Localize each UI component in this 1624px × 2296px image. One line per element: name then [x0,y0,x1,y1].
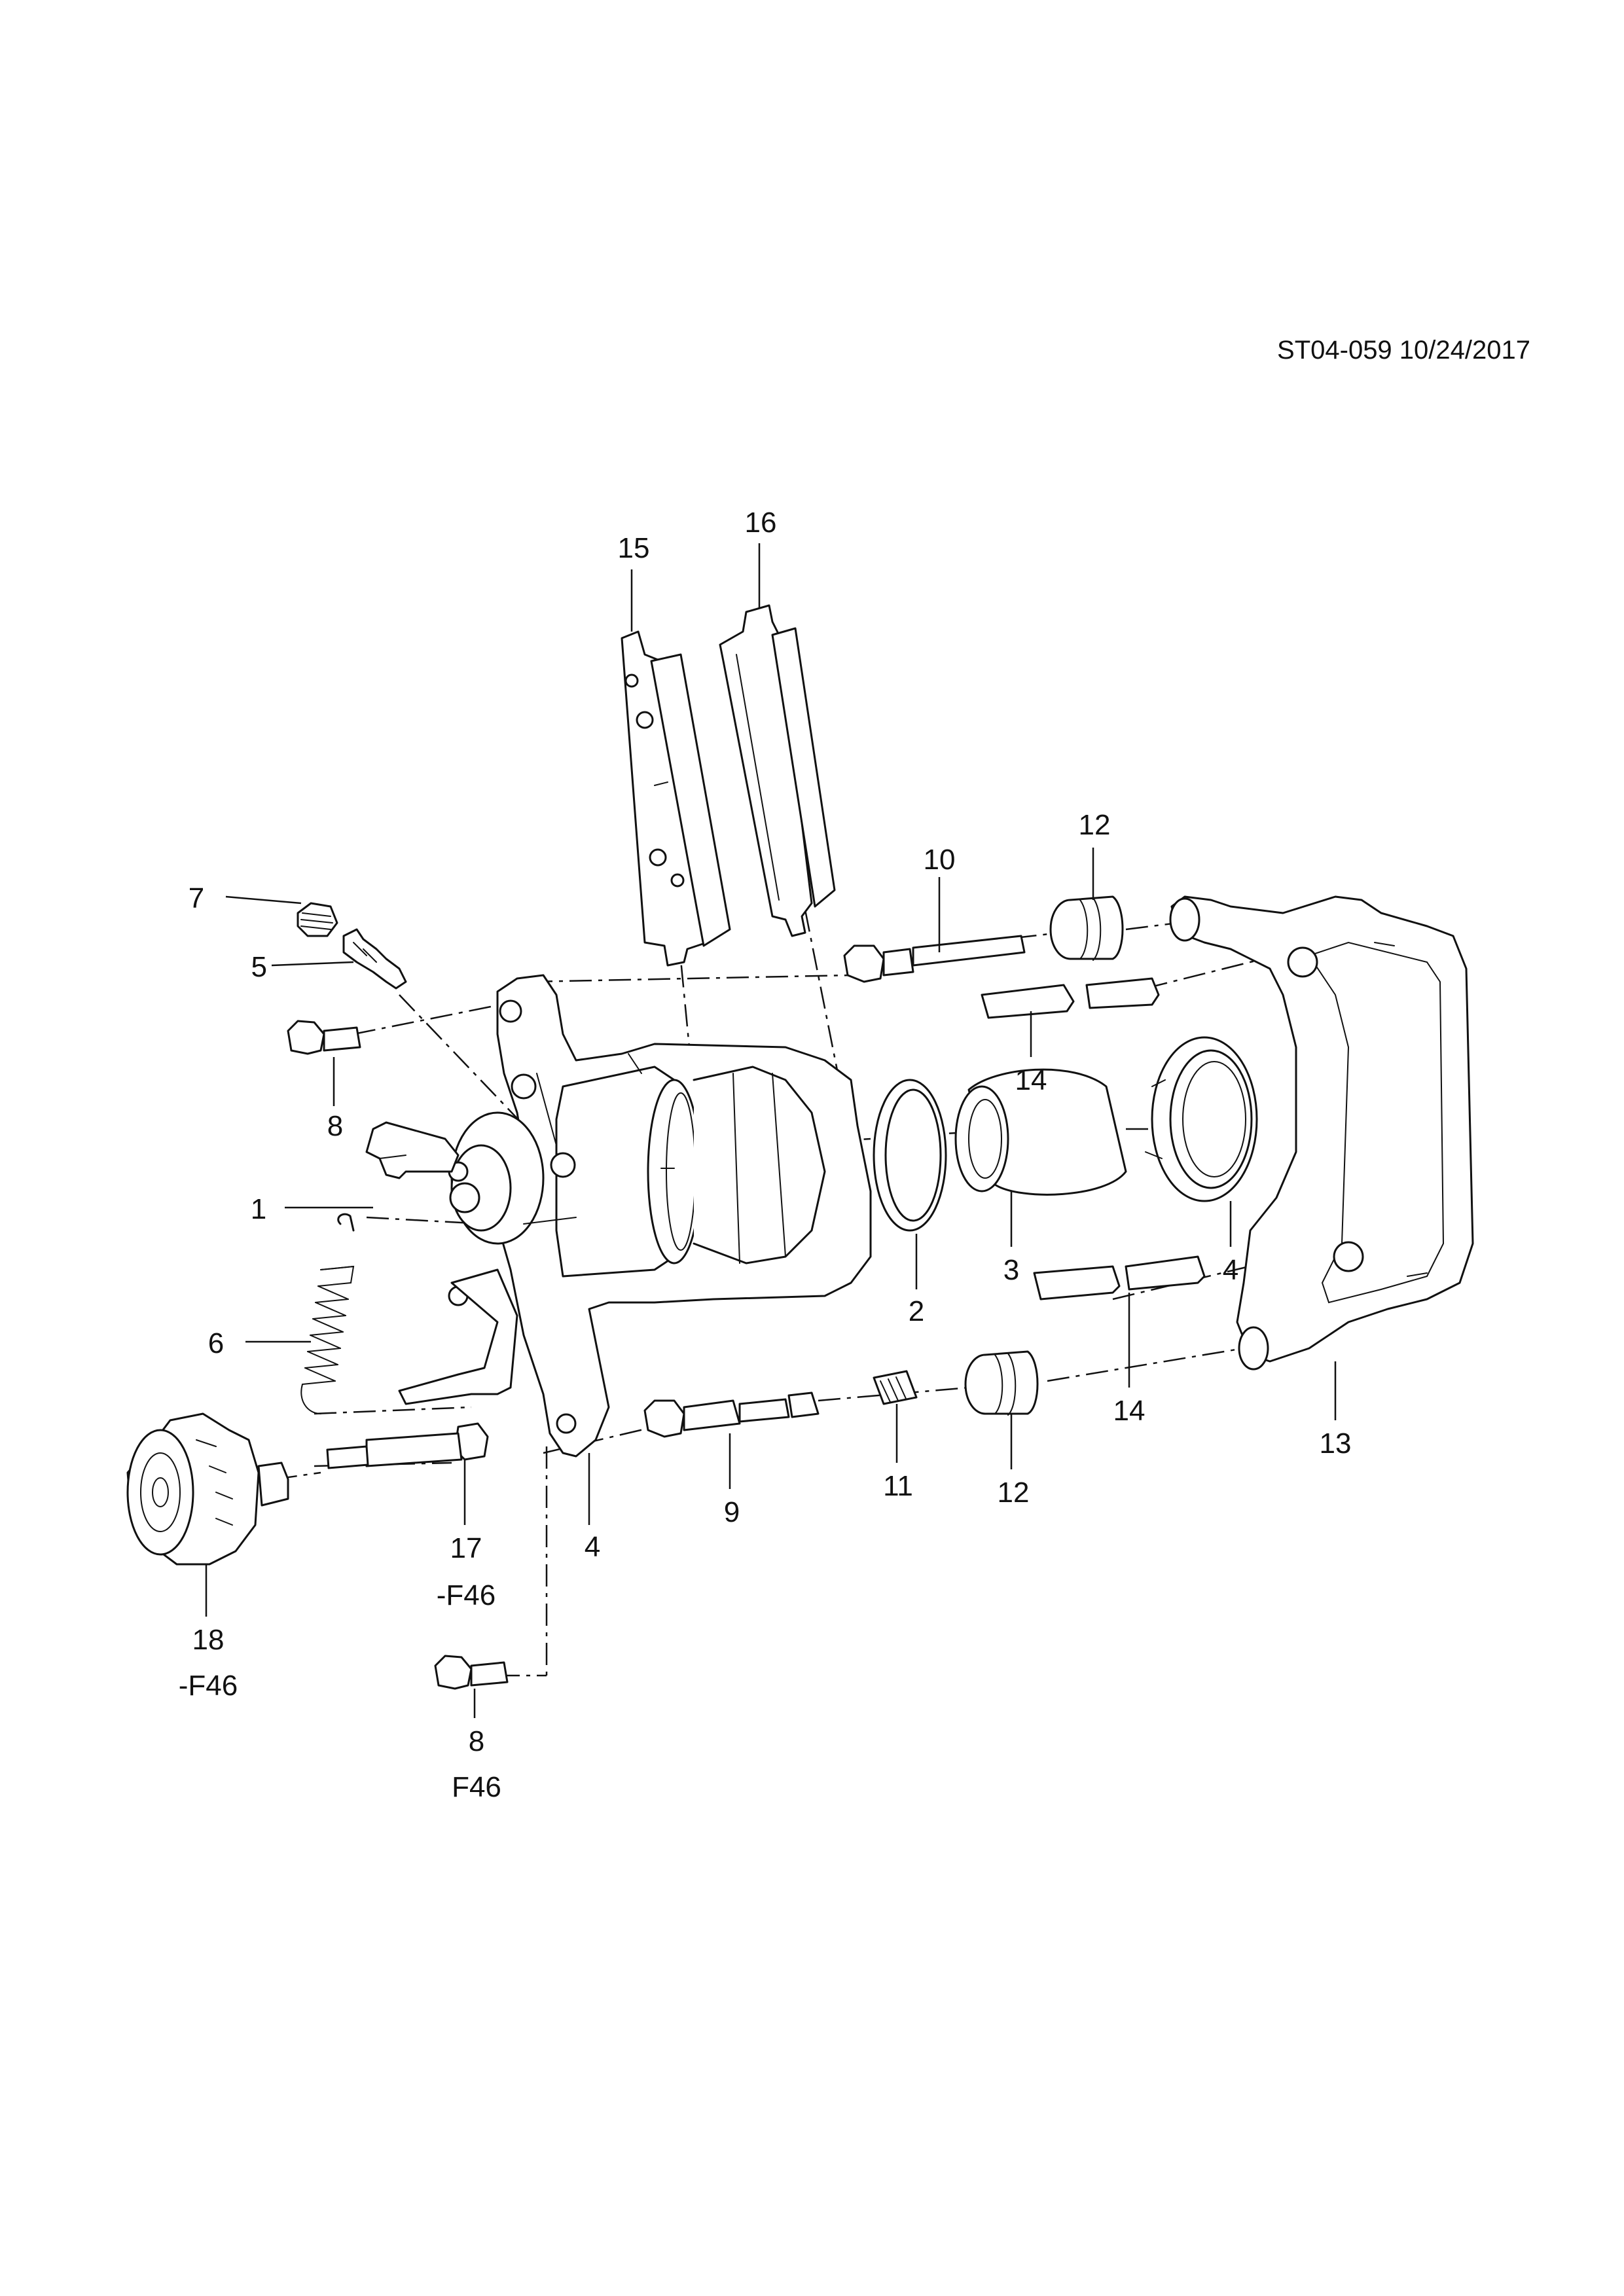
guide-bolt-lower [434,1655,509,1690]
callout-3: 3 [1003,1254,1019,1286]
guide-pin-bushing [873,1370,918,1405]
bleeder-cap [297,902,338,937]
dust-boot [1145,1036,1258,1202]
callout-2: 2 [909,1295,924,1327]
callout-12-lower: 12 [998,1477,1030,1509]
callout-9: 9 [724,1496,740,1528]
callout-18-note: -F46 [179,1670,238,1702]
callout-labels: 15 16 10 12 7 5 8 14 1 2 3 4 6 14 13 9 1… [179,507,1352,1803]
callout-14-lower: 14 [1113,1395,1146,1427]
brake-pad-inner [621,630,731,967]
guide-pin-upper [843,935,1026,983]
caliper-bracket [1169,895,1474,1371]
callout-8-upper: 8 [327,1110,343,1142]
bleeder-valve [342,928,407,990]
callout-6: 7 [189,882,204,914]
callout-5: 5 [251,951,267,983]
parking-brake-actuator [126,1412,289,1566]
pad-spring-clip-upper [981,977,1160,1019]
return-spring [300,1213,355,1414]
drawing-reference: ST04-059 10/24/2017 [1277,336,1530,365]
guide-pin-boot-lower [964,1350,1039,1416]
callout-4-left: 4 [585,1531,600,1563]
callout-8-lower-note: F46 [452,1771,501,1803]
leader-lines [205,543,1337,1718]
parking-brake-lever [365,1121,460,1179]
callout-7: 6 [208,1327,224,1359]
piston-seal [873,1079,947,1232]
callout-15: 15 [618,532,650,564]
callout-11: 11 [883,1470,913,1502]
callout-17: 17 [450,1532,482,1564]
callout-18: 18 [192,1624,225,1656]
callout-13: 13 [1320,1427,1352,1460]
caliper-bolt [326,1422,489,1469]
pad-spring-clip-lower [1033,1255,1206,1300]
caliper-housing [398,974,872,1458]
callout-16: 16 [745,507,777,539]
callout-1: 1 [251,1193,266,1225]
guide-bolt-upper [287,1020,361,1055]
piston [954,1068,1127,1196]
callout-12-upper: 12 [1079,809,1111,841]
callout-10: 10 [924,844,956,876]
guide-pin-lower [643,1391,820,1438]
callout-4-right: 4 [1223,1254,1238,1286]
brake-pad-outer [719,604,836,937]
callout-8-lower: 8 [469,1725,484,1757]
guide-pin-boot-upper [1049,895,1124,961]
callout-14-upper: 14 [1015,1064,1047,1096]
callout-17-note: -F46 [437,1579,496,1611]
